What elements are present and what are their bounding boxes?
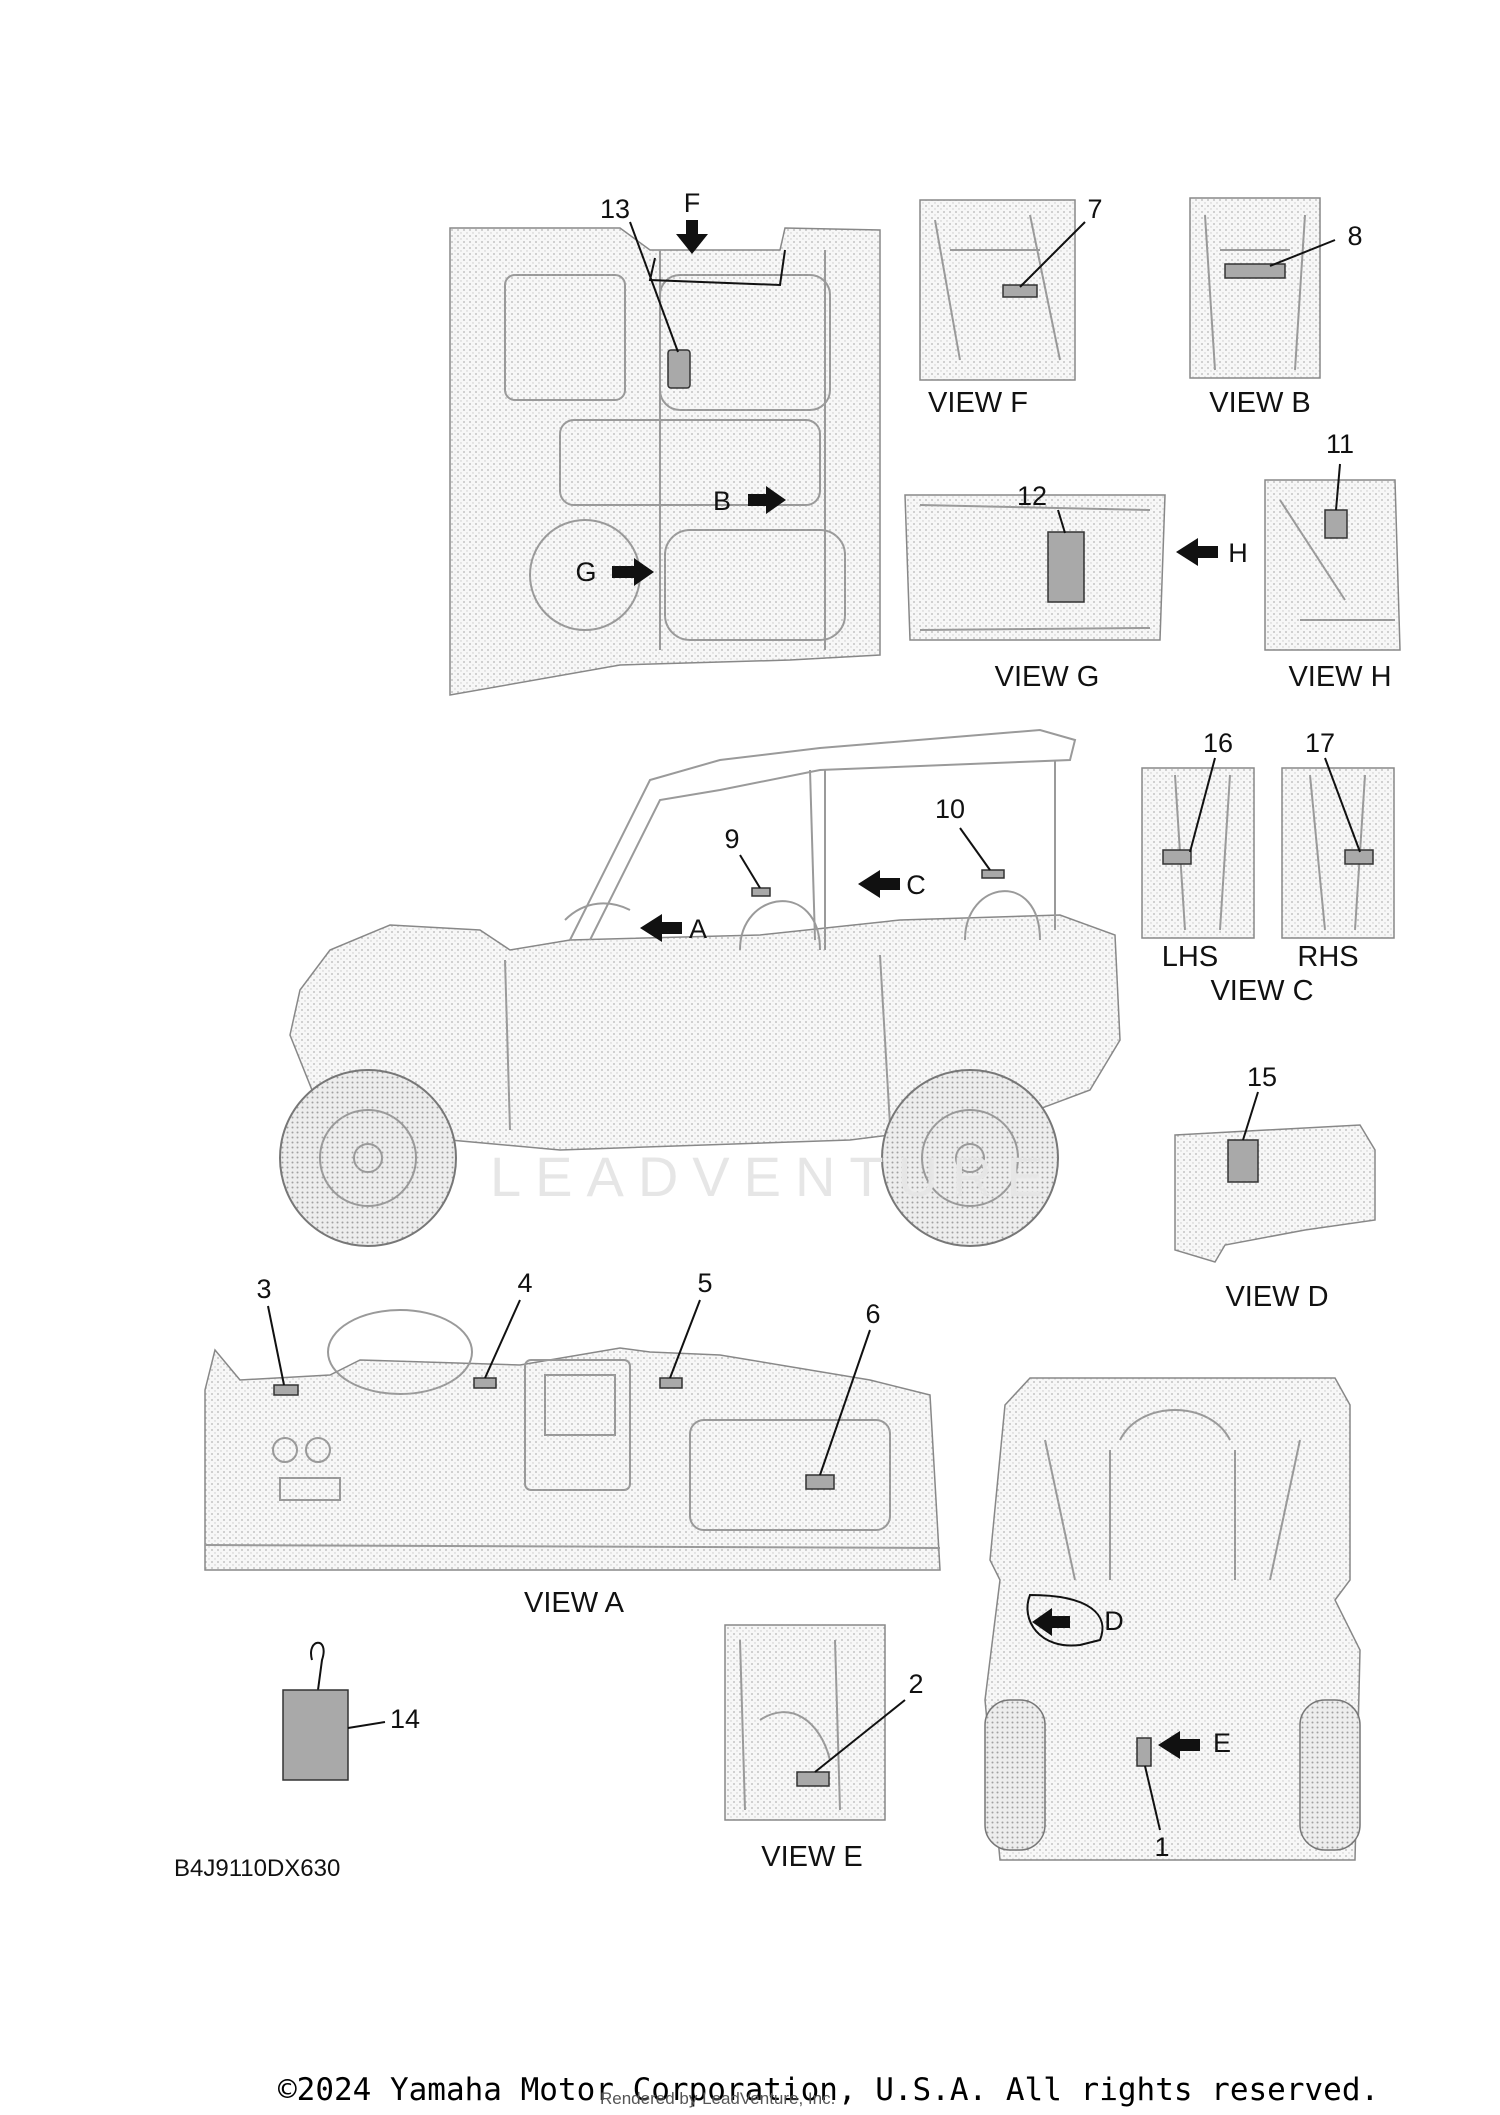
label-3-marker xyxy=(273,1384,299,1396)
label-16-marker xyxy=(1162,849,1192,865)
callout-10: 10 xyxy=(935,794,965,824)
callout-5: 5 xyxy=(697,1268,712,1298)
view-d-panel: 15 VIEW D xyxy=(1174,1062,1376,1313)
view-b-panel: 8 VIEW B xyxy=(1189,197,1363,419)
callout-17: 17 xyxy=(1305,728,1335,758)
view-c-arrow: C xyxy=(858,870,926,900)
view-d-arrow: D xyxy=(1026,1593,1124,1647)
callout-12: 12 xyxy=(1017,481,1047,511)
view-h-arrow: H xyxy=(1176,538,1248,568)
view-h-label: VIEW H xyxy=(1288,661,1391,693)
label-4-marker xyxy=(473,1377,497,1389)
callout-13: 13 xyxy=(600,194,630,224)
label-10-marker xyxy=(981,869,1005,879)
callout-9: 9 xyxy=(724,824,739,854)
view-g-arrow: G xyxy=(575,557,654,587)
view-h-panel: 11 VIEW H xyxy=(1264,429,1401,693)
view-f-label: VIEW F xyxy=(928,387,1028,419)
view-e-letter: E xyxy=(1213,1728,1231,1758)
view-b-letter: B xyxy=(713,486,731,516)
label-8-marker xyxy=(1224,263,1286,279)
hang-tag-part-14: 14 xyxy=(282,1641,420,1781)
view-c-panel: 16 17 LHS RHS VIEW C xyxy=(1141,728,1395,1007)
view-a-panel: 3 4 5 6 VIEW A xyxy=(204,1268,941,1619)
view-c-letter: C xyxy=(906,870,926,900)
callout-14: 14 xyxy=(390,1704,420,1734)
view-c-lhs-label: LHS xyxy=(1162,941,1218,973)
view-e-label: VIEW E xyxy=(761,1841,863,1873)
view-g-label: VIEW G xyxy=(995,661,1100,693)
callout-1: 1 xyxy=(1154,1832,1169,1862)
view-f-panel: 7 VIEW F xyxy=(919,194,1103,419)
label-14-marker xyxy=(282,1689,349,1781)
label-11-marker xyxy=(1324,509,1348,539)
vehicle-side-view: LEADVENTURE xyxy=(279,728,1121,1247)
diagram-code: B4J9110DX630 xyxy=(174,1855,340,1882)
view-a-label: VIEW A xyxy=(524,1587,625,1619)
view-b-arrow: B xyxy=(713,486,786,516)
vehicle-rear-view: 1 xyxy=(984,1377,1361,1862)
callout-2: 2 xyxy=(908,1669,923,1699)
label-13-marker xyxy=(667,349,691,389)
view-h-letter: H xyxy=(1228,538,1248,568)
callout-6: 6 xyxy=(865,1299,880,1329)
callout-8: 8 xyxy=(1347,221,1362,251)
view-g-letter: G xyxy=(575,557,596,587)
view-e-panel: 2 VIEW E xyxy=(724,1624,924,1873)
label-5-marker xyxy=(659,1377,683,1389)
copyright-notice: ©2024 Yamaha Motor Corporation, U.S.A. A… xyxy=(278,2072,1379,2108)
view-b-label: VIEW B xyxy=(1209,387,1311,419)
callout-11: 11 xyxy=(1326,429,1354,459)
watermark: LEADVENTURE xyxy=(490,1145,1058,1208)
rendered-by-notice: Rendered by LeadVenture, Inc. xyxy=(600,2089,835,2108)
view-a-letter: A xyxy=(689,914,707,944)
label-12-marker xyxy=(1047,531,1085,603)
label-1-marker xyxy=(1136,1737,1152,1767)
label-2-marker xyxy=(796,1771,830,1787)
view-d-label: VIEW D xyxy=(1225,1281,1328,1313)
label-9-marker xyxy=(751,887,771,897)
label-7-marker xyxy=(1002,284,1038,298)
callout-3: 3 xyxy=(256,1274,271,1304)
view-c-label: VIEW C xyxy=(1210,975,1313,1007)
view-d-letter: D xyxy=(1104,1606,1124,1636)
callout-16: 16 xyxy=(1203,728,1233,758)
view-f-letter: F xyxy=(684,188,701,218)
callout-7: 7 xyxy=(1087,194,1102,224)
top-overhead-view xyxy=(449,227,881,696)
label-6-marker xyxy=(805,1474,835,1490)
view-g-panel: 12 VIEW G xyxy=(904,481,1166,693)
view-e-arrow: E xyxy=(1158,1728,1231,1759)
view-f-arrow: F xyxy=(676,188,708,254)
callout-15: 15 xyxy=(1247,1062,1277,1092)
view-c-rhs-label: RHS xyxy=(1297,941,1358,973)
view-a-arrow: A xyxy=(640,914,707,944)
label-15-marker xyxy=(1227,1139,1259,1183)
callout-4: 4 xyxy=(517,1268,532,1298)
